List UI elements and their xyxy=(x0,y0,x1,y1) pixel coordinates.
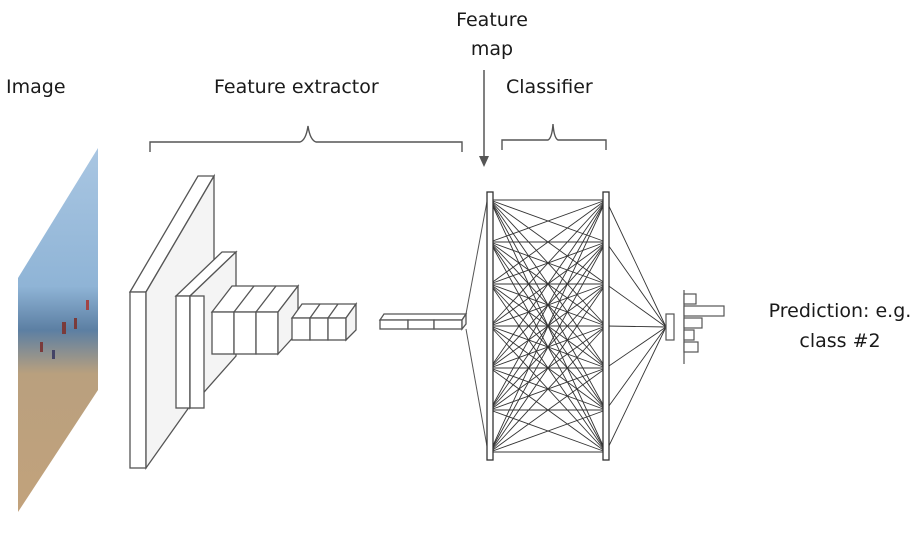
fc-layer-2 xyxy=(602,191,610,461)
fc-connection xyxy=(489,283,607,453)
output-connection xyxy=(605,326,667,411)
fc-connection xyxy=(489,199,607,369)
conv-layer-blocks-icon xyxy=(128,173,468,471)
classifier-bracket xyxy=(501,123,607,150)
prediction-label: Prediction: e.g. class #2 xyxy=(758,296,922,356)
down-arrow-icon xyxy=(479,70,489,167)
prediction-label-line1: Prediction: e.g. xyxy=(768,300,912,322)
fc-connection xyxy=(489,325,607,453)
fc-connection xyxy=(489,199,607,411)
bar-chart-output-icon xyxy=(665,290,725,364)
output-connection xyxy=(605,199,667,328)
output-connection xyxy=(605,241,667,328)
fc-connection xyxy=(489,409,607,453)
output-connection xyxy=(605,283,667,328)
output-connection xyxy=(605,326,667,369)
fc-connection xyxy=(489,199,607,243)
fc-connection xyxy=(489,241,607,453)
fc-connection xyxy=(489,367,607,453)
image-label: Image xyxy=(6,76,66,98)
beach-people xyxy=(40,300,89,359)
classifier-label: Classifier xyxy=(506,76,593,98)
feature-map-label-line1: Feature xyxy=(456,9,528,31)
flatten-lines xyxy=(465,195,489,453)
feature-map-label: Feature map xyxy=(440,6,544,64)
prediction-label-line2: class #2 xyxy=(799,330,881,352)
beach-photo-icon xyxy=(18,148,98,512)
output-connection xyxy=(605,325,667,328)
fc-connection xyxy=(489,199,607,327)
fc-layer-1 xyxy=(486,191,494,461)
fully-connected-network-icon xyxy=(486,191,667,461)
input-image xyxy=(18,148,98,512)
feature-extractor-label: Feature extractor xyxy=(214,76,379,98)
feature-map-label-line2: map xyxy=(470,38,514,60)
feature-extractor-bracket xyxy=(149,125,463,152)
fc-connection xyxy=(489,199,607,285)
output-connection xyxy=(605,326,667,453)
fc-connection xyxy=(489,199,607,453)
